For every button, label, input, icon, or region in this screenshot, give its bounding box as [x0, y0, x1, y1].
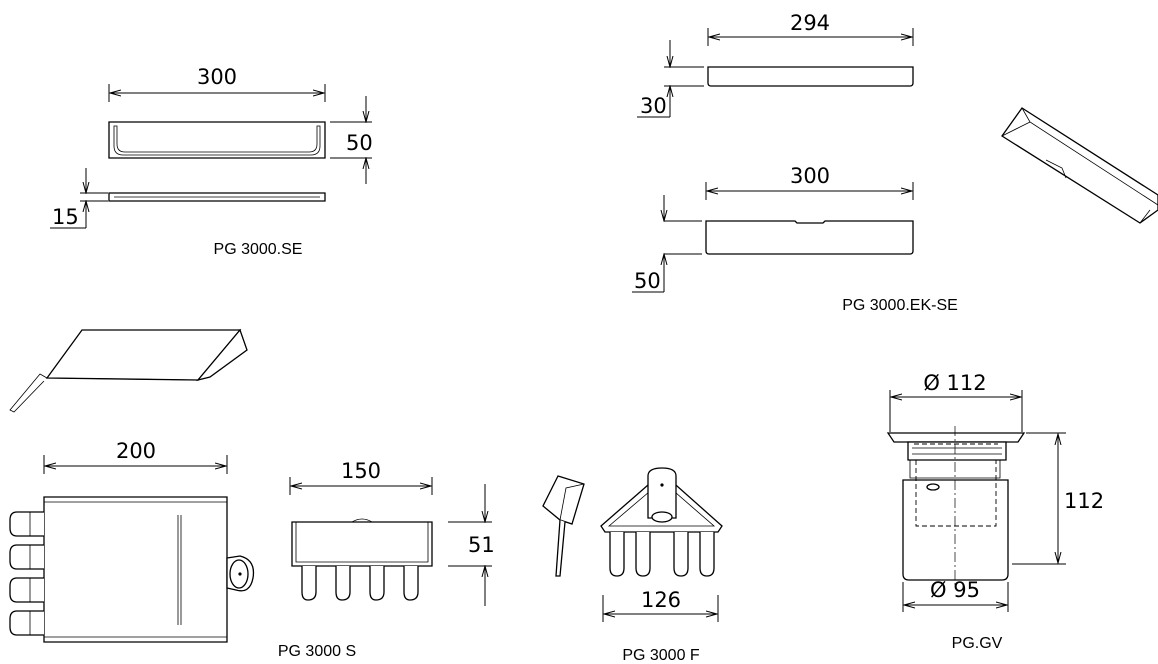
se-dim-thickness: 15 [52, 205, 79, 229]
part-pg3000-s: 200 150 [9, 328, 495, 660]
gv-caption: PG.GV [952, 635, 1003, 652]
ekse-isometric-view [1001, 107, 1158, 224]
s-dim-height: 51 [468, 533, 495, 557]
gv-dim-bottom-diameter: Ø 95 [930, 578, 980, 602]
se-caption: PG 3000.SE [214, 241, 303, 258]
s-caption: PG 3000 S [278, 643, 356, 660]
s-front-view [291, 518, 433, 601]
s-dim-width: 200 [116, 439, 156, 463]
f-front-view [600, 467, 723, 577]
se-dim-length: 300 [197, 65, 237, 89]
ekse-dim-top-length: 294 [790, 11, 830, 35]
ekse-caption: PG 3000.EK-SE [842, 297, 958, 314]
ekse-dim-top-height: 30 [640, 94, 667, 118]
f-side-view [542, 475, 585, 577]
s-inlet-pipe [226, 555, 255, 592]
ekse-dim-bottom-length: 300 [790, 164, 830, 188]
f-caption: PG 3000 F [622, 647, 700, 664]
part-pg-gv: Ø 112 112 Ø 95 PG.GV [886, 371, 1104, 652]
gv-dim-top-diameter: Ø 112 [923, 371, 986, 395]
ekse-dim-bottom-height: 50 [634, 269, 661, 293]
f-dim-width: 126 [641, 588, 681, 612]
s-outlet-spouts [9, 511, 44, 636]
ekse-bottom-channel [705, 220, 914, 255]
s-top-view [43, 496, 228, 643]
gv-dim-height: 112 [1064, 489, 1104, 513]
se-dim-height: 50 [346, 131, 373, 155]
part-pg3000-ekse: 294 30 300 50 PG 3000.EK-SE [632, 11, 1158, 314]
ekse-top-plate [707, 66, 914, 87]
se-channel-profile [108, 121, 326, 159]
part-pg3000-f: 126 PG 3000 F [542, 467, 723, 664]
part-pg3000-se: 300 50 15 PG 3000.SE [50, 65, 373, 258]
s-isometric-view [9, 328, 248, 413]
s-dim-front-width: 150 [341, 459, 381, 483]
gv-section-view [886, 426, 1026, 588]
